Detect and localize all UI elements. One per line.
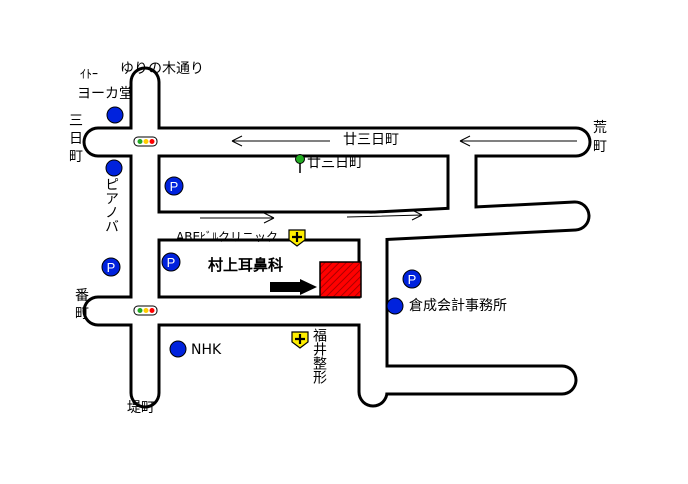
parking-label: P [170, 179, 179, 194]
yurinoki-street-label: ゆりの木通り [120, 61, 204, 77]
parking-label: P [107, 260, 116, 275]
sannichi-label-line1: 三 [69, 113, 83, 129]
aracho-label-line1: 荒 [593, 120, 607, 136]
ito-yokado-label-line1: ｲﾄｰ [80, 67, 99, 81]
blue-dot-icon [106, 106, 124, 124]
bancho-label-line2: 町 [75, 306, 89, 322]
parking-icon: P [402, 269, 422, 289]
parking-icon: P [164, 176, 184, 196]
hospital-cross-icon [291, 331, 309, 349]
left-arrow-icon [459, 135, 577, 147]
traffic-signal-icon [133, 305, 158, 316]
right-arrow-icon [346, 209, 423, 221]
abe-clinic-label: ABEﾋﾞﾙクリニック [176, 230, 279, 244]
nijusanichi-sign-label: 廿三日町 [307, 155, 363, 171]
left-arrow-icon [231, 135, 330, 147]
nijusanichi-street-label: 廿三日町 [343, 132, 399, 148]
blue-dot-markers [105, 106, 404, 358]
kurasei-office-label: 倉成会計事務所 [409, 298, 507, 314]
blue-dot-icon [169, 340, 187, 358]
one-way-arrows [200, 135, 577, 224]
parking-icons: P P P P [101, 176, 422, 289]
right-arrow-icon [200, 212, 275, 224]
tsutsumicho-label: 堤町 [127, 400, 155, 416]
aracho-label-line2: 町 [593, 139, 607, 155]
parking-label: P [408, 272, 417, 287]
sannichi-label-line3: 町 [69, 149, 83, 165]
parking-label: P [167, 255, 176, 270]
hospital-cross-icon [288, 229, 306, 247]
parking-icon: P [161, 252, 181, 272]
murakami-ent-label: 村上耳鼻科 [208, 256, 284, 274]
bancho-label-line1: 番 [75, 288, 89, 304]
sannichi-label-line2: 日 [69, 131, 83, 147]
blue-dot-icon [105, 159, 123, 177]
blue-dot-icon [386, 297, 404, 315]
ito-yokado-label-line2: ヨーカ堂 [77, 86, 133, 102]
destination-arrow-icon [270, 279, 317, 295]
parking-icon: P [101, 257, 121, 277]
piano-bar-label: ピアノバ [103, 177, 119, 233]
road-fills [85, 69, 589, 406]
nhk-label: NHK [191, 342, 222, 358]
traffic-signal-icon [133, 136, 158, 147]
tree-icon [295, 154, 305, 173]
murakami-ent-building [319, 261, 362, 298]
fukui-seikei-label: 福井整形 [311, 328, 327, 384]
